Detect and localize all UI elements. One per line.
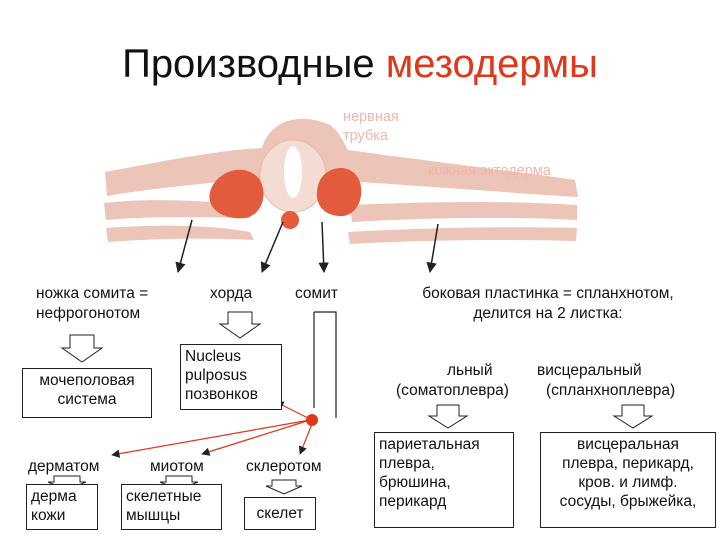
dermis-box: дерма кожи: [26, 484, 98, 530]
page-title: Производные мезодермы: [0, 42, 720, 87]
title-main: Производные: [122, 42, 386, 86]
neural-canal: [284, 146, 302, 198]
parietal-box-line-4: перикард: [379, 493, 447, 510]
line-to-sclerotome: [298, 423, 313, 455]
somatopleura-label: (соматоплевра): [396, 382, 509, 399]
somite-label: сомит: [295, 285, 338, 302]
arrow-to-stalk: [175, 219, 193, 274]
myotome-label: миотом: [150, 458, 204, 475]
line-to-dermatome: [111, 419, 311, 458]
muscles-line-1: скелетные: [126, 488, 202, 505]
block-arrow-stalk: [60, 334, 104, 363]
block-arrow-visceral: [612, 404, 654, 429]
parietal-box-line-3: брюшина,: [379, 474, 451, 491]
dermis-line-1: дерма: [31, 488, 77, 505]
nucleus-pulposus-box: Nucleus pulposus позвонков: [180, 344, 282, 410]
block-arrow-notochord: [218, 311, 262, 339]
notochord-shape: [281, 211, 299, 229]
arrow-to-lateral-plate: [426, 223, 439, 274]
endoderm-band: [106, 225, 577, 244]
sclerotome-label: склеротом: [246, 458, 322, 475]
visceral-box-line-3: кров. и лимф.: [578, 474, 678, 491]
skeleton-box: скелет: [244, 497, 316, 530]
skeletal-muscles-box: скелетные мышцы: [121, 484, 222, 530]
parietal-leaf-label: льный: [447, 362, 493, 379]
somite-stalk-label-2: нефрогонотом: [36, 305, 141, 322]
visceral-derivatives-box: висцеральная плевра, перикард, кров. и л…: [540, 432, 716, 528]
right-somite: [316, 168, 362, 217]
lateral-plate-label-2: делится на 2 листка:: [473, 305, 623, 322]
title-accent: мезодермы: [385, 42, 598, 86]
arrow-to-somite: [318, 221, 329, 274]
parietal-box-line-1: париетальная: [379, 436, 480, 453]
somite-derivative-frame: [314, 311, 337, 418]
arrow-to-notochord: [260, 221, 284, 273]
visceral-leaf-label: висцеральный: [537, 362, 642, 379]
parietal-derivatives-box: париетальная плевра, брюшина, перикард: [374, 432, 514, 528]
block-arrow-parietal: [427, 404, 469, 429]
skeleton-label: скелет: [256, 505, 304, 522]
somite-stalk-label-1: ножка сомита =: [36, 285, 149, 302]
left-somite: [209, 169, 264, 219]
urogenital-system-box: мочеполовая система: [22, 368, 152, 418]
neural-tube-label-1: нервная: [343, 109, 399, 125]
nucleus-line-2: pulposus: [185, 367, 248, 384]
line-to-myotome: [201, 419, 311, 456]
somite-branch-node: [306, 414, 318, 426]
visceral-box-line-2: плевра, перикард,: [562, 455, 694, 472]
visceral-box-line-4: сосуды, брыжейка,: [559, 493, 697, 510]
urogenital-line-1: мочеполовая: [39, 372, 135, 389]
notochord-label: хорда: [210, 285, 253, 302]
neural-tube-label-2: трубка: [343, 128, 388, 144]
urogenital-line-2: система: [57, 391, 117, 408]
dermis-line-2: кожи: [31, 507, 66, 524]
splanchnopleura-label: (спланхноплевра): [546, 382, 676, 399]
visceral-box-line-1: висцеральная: [577, 436, 679, 453]
ectoderm-label: кожная эктодерма: [428, 163, 551, 179]
parietal-box-line-2: плевра,: [379, 455, 435, 472]
nucleus-line-3: позвонков: [185, 386, 258, 403]
muscles-line-2: мышцы: [126, 507, 181, 524]
nucleus-line-1: Nucleus: [185, 348, 241, 365]
dermatome-label: дерматом: [28, 458, 100, 475]
block-arrow-sclerotome: [265, 479, 303, 495]
lateral-plate-label-1: боковая пластинка = спланхнотом,: [422, 285, 674, 302]
embryo-cross-section: [104, 118, 578, 244]
